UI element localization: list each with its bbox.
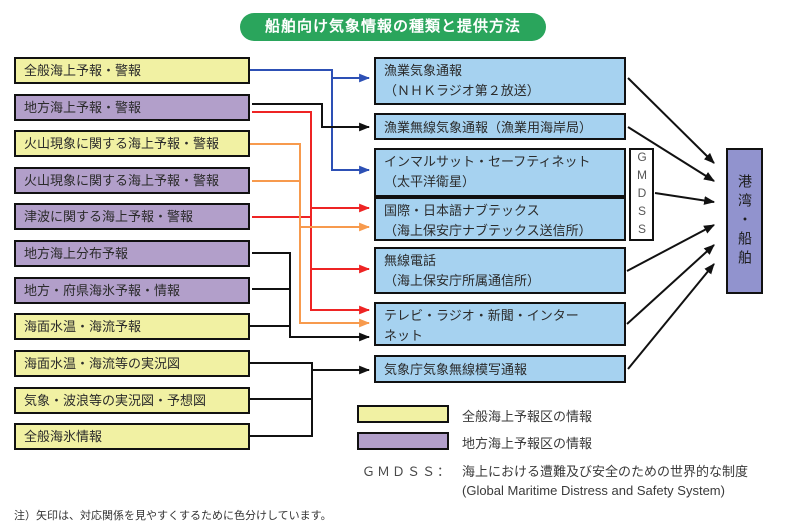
legend-swatch-local	[357, 432, 449, 450]
media-box-line: 漁業無線気象通報（漁業用海岸局）	[384, 120, 593, 135]
footnote: 注）矢印は、対応関係を見やすくするために色分けしています。	[14, 510, 332, 522]
gmdss-description-ja: 海上における遭難及び安全のための世界的な制度	[462, 464, 749, 479]
source-box-weather-wave-chart: 気象・波浪等の実況図・予想図	[14, 387, 250, 414]
media-box-line: 気象庁気象無線模写通報	[384, 362, 528, 377]
media-box-radiotelephone: 無線電話 （海上保安庁所属通信所）	[374, 247, 626, 294]
media-box-inmarsat-safetynet: インマルサット・セーフティネット （太平洋衛星）	[374, 148, 626, 197]
destination-box-ports-ships: 港湾・船舶	[726, 148, 763, 294]
source-box-sst-current-forecast: 海面水温・海流予報	[14, 313, 250, 340]
source-box-local-marine-forecast: 地方海上予報・警報	[14, 94, 250, 121]
media-box-fishery-radio: 漁業気象通報 （ＮＨＫラジオ第２放送）	[374, 57, 626, 105]
media-box-tv-radio-internet: テレビ・ラジオ・新聞・インター ネット	[374, 302, 626, 346]
source-box-local-distribution: 地方海上分布予報	[14, 240, 250, 267]
legend-label-general: 全般海上予報区の情報	[462, 409, 593, 424]
source-box-general-marine-forecast: 全般海上予報・警報	[14, 57, 250, 84]
legend-label-local: 地方海上予報区の情報	[462, 436, 593, 451]
media-box-line: （海上保安庁ナブテックス送信所）	[384, 223, 592, 238]
source-box-volcanic-general: 火山現象に関する海上予報・警報	[14, 130, 250, 157]
media-box-line: （ＮＨＫラジオ第２放送）	[384, 83, 540, 98]
source-box-general-seaice: 全般海氷情報	[14, 423, 250, 450]
legend-swatch-general	[357, 405, 449, 423]
media-box-line: 国際・日本語ナブテックス	[384, 203, 540, 218]
media-box-line: 無線電話	[384, 253, 437, 268]
media-box-line: （太平洋衛星）	[384, 174, 476, 189]
source-box-seaice-local: 地方・府県海氷予報・情報	[14, 277, 250, 304]
black-arrow-group	[250, 77, 716, 437]
orange-arrow-group	[250, 143, 371, 328]
blue-arrow-group	[250, 69, 371, 175]
media-box-jma-radiofax: 気象庁気象無線模写通報	[374, 355, 626, 383]
gmdss-bracket-box: GMDSS	[629, 148, 654, 241]
diagram-title: 船舶向け気象情報の種類と提供方法	[240, 13, 546, 41]
source-box-tsunami: 津波に関する海上予報・警報	[14, 203, 250, 230]
gmdss-term: ＧＭＤＳＳ：	[362, 464, 453, 479]
media-box-line: （海上保安庁所属通信所）	[384, 273, 541, 288]
media-box-fishery-wireless: 漁業無線気象通報（漁業用海岸局）	[374, 113, 626, 140]
source-box-sst-current-chart: 海面水温・海流等の実況図	[14, 350, 250, 377]
source-box-volcanic-local: 火山現象に関する海上予報・警報	[14, 167, 250, 194]
media-box-line: 漁業気象通報	[384, 63, 463, 78]
media-box-line: テレビ・ラジオ・新聞・インター	[384, 308, 579, 323]
gmdss-description-en: (Global Maritime Distress and Safety Sys…	[462, 483, 725, 498]
media-box-navtex: 国際・日本語ナブテックス （海上保安庁ナブテックス送信所）	[374, 197, 626, 241]
red-arrow-group	[252, 111, 371, 315]
media-box-line: ネット	[384, 328, 424, 343]
media-box-line: インマルサット・セーフティネット	[384, 154, 591, 169]
